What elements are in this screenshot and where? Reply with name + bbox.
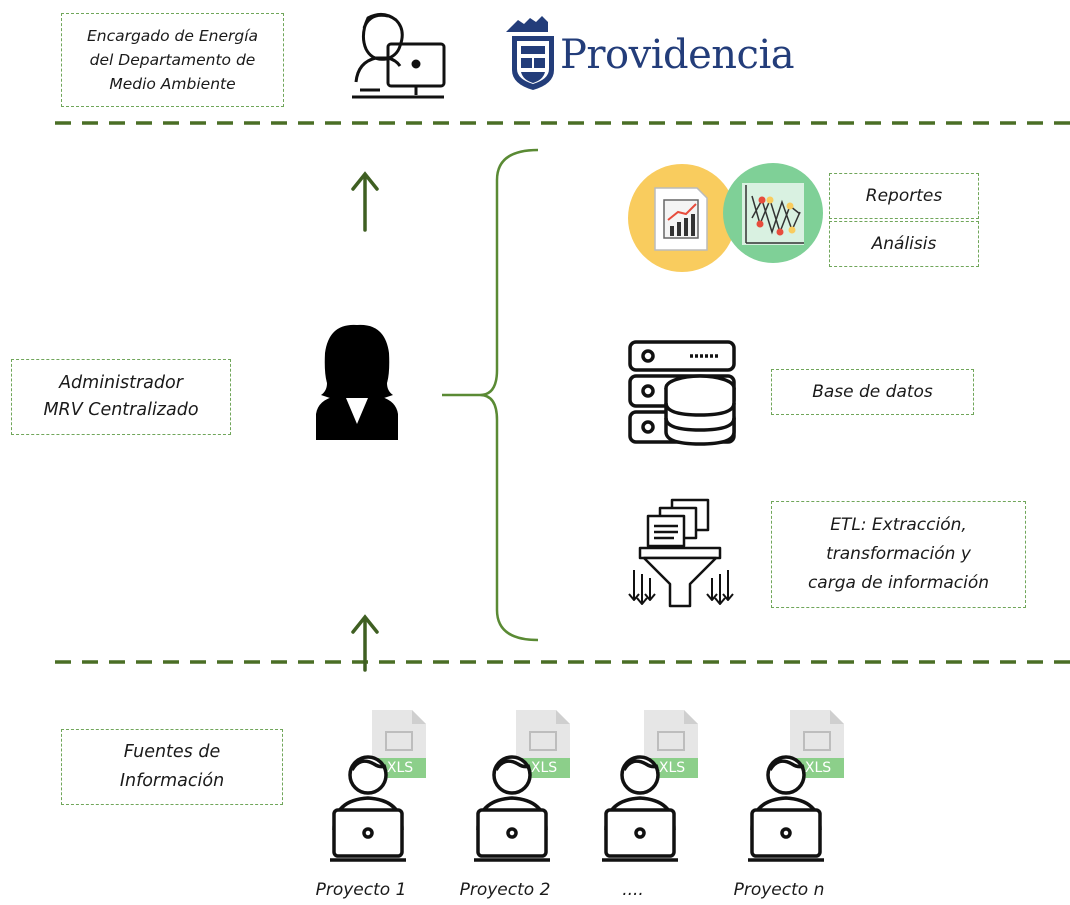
administrator-line-2: MRV Centralizado [43,400,199,420]
sources-line-2: Información [119,771,225,791]
project-label: .... [622,880,644,900]
project-label: Proyecto 2 [459,880,551,900]
etl-line-2: transformación y [826,544,971,564]
project-label: Proyecto n [733,880,825,900]
project-user-icon [602,710,698,862]
etl-line-3: carga de información [807,573,990,593]
arrow-up-icon [351,614,379,672]
person-computer-icon [352,13,446,99]
xls-badge: XLS [386,760,414,776]
analisis-text: Análisis [871,234,937,254]
xls-badge: XLS [658,760,686,776]
reportes-text: Reportes [865,186,943,206]
xls-badge: XLS [804,760,832,776]
energy-manager-line-1: Encargado de Energía [86,27,259,45]
etl-line-1: ETL: Extracción, [830,515,967,535]
etl-funnel-icon [628,498,734,608]
administrator-line-1: Administrador [59,373,183,393]
energy-manager-label: Encargado de Energía del Departamento de… [61,13,284,107]
energy-manager-line-3: Medio Ambiente [109,75,236,93]
analisis-label: Análisis [829,221,979,267]
brace-connector [442,148,539,642]
report-document-icon [654,187,708,251]
administrator-icon [316,324,398,440]
database-label: Base de datos [771,369,974,415]
etl-label: ETL: Extracción, transformación y carga … [771,501,1026,608]
providencia-crest-icon [506,16,554,90]
project-label: Proyecto 1 [315,880,407,900]
database-text: Base de datos [812,382,933,402]
arrow-up-icon [351,171,379,232]
xls-badge: XLS [530,760,558,776]
analysis-chart-icon [742,183,804,245]
project-user-icon [330,710,426,862]
reportes-label: Reportes [829,173,979,219]
sources-label: Fuentes de Información [61,729,283,805]
sources-line-1: Fuentes de [123,742,221,762]
database-server-icon [628,340,736,446]
administrator-label: Administrador MRV Centralizado [11,359,231,435]
energy-manager-line-2: del Departamento de [89,51,256,69]
project-user-icon [748,710,844,862]
project-user-icon [474,710,570,862]
providencia-logo-text: Providencia [560,32,795,78]
